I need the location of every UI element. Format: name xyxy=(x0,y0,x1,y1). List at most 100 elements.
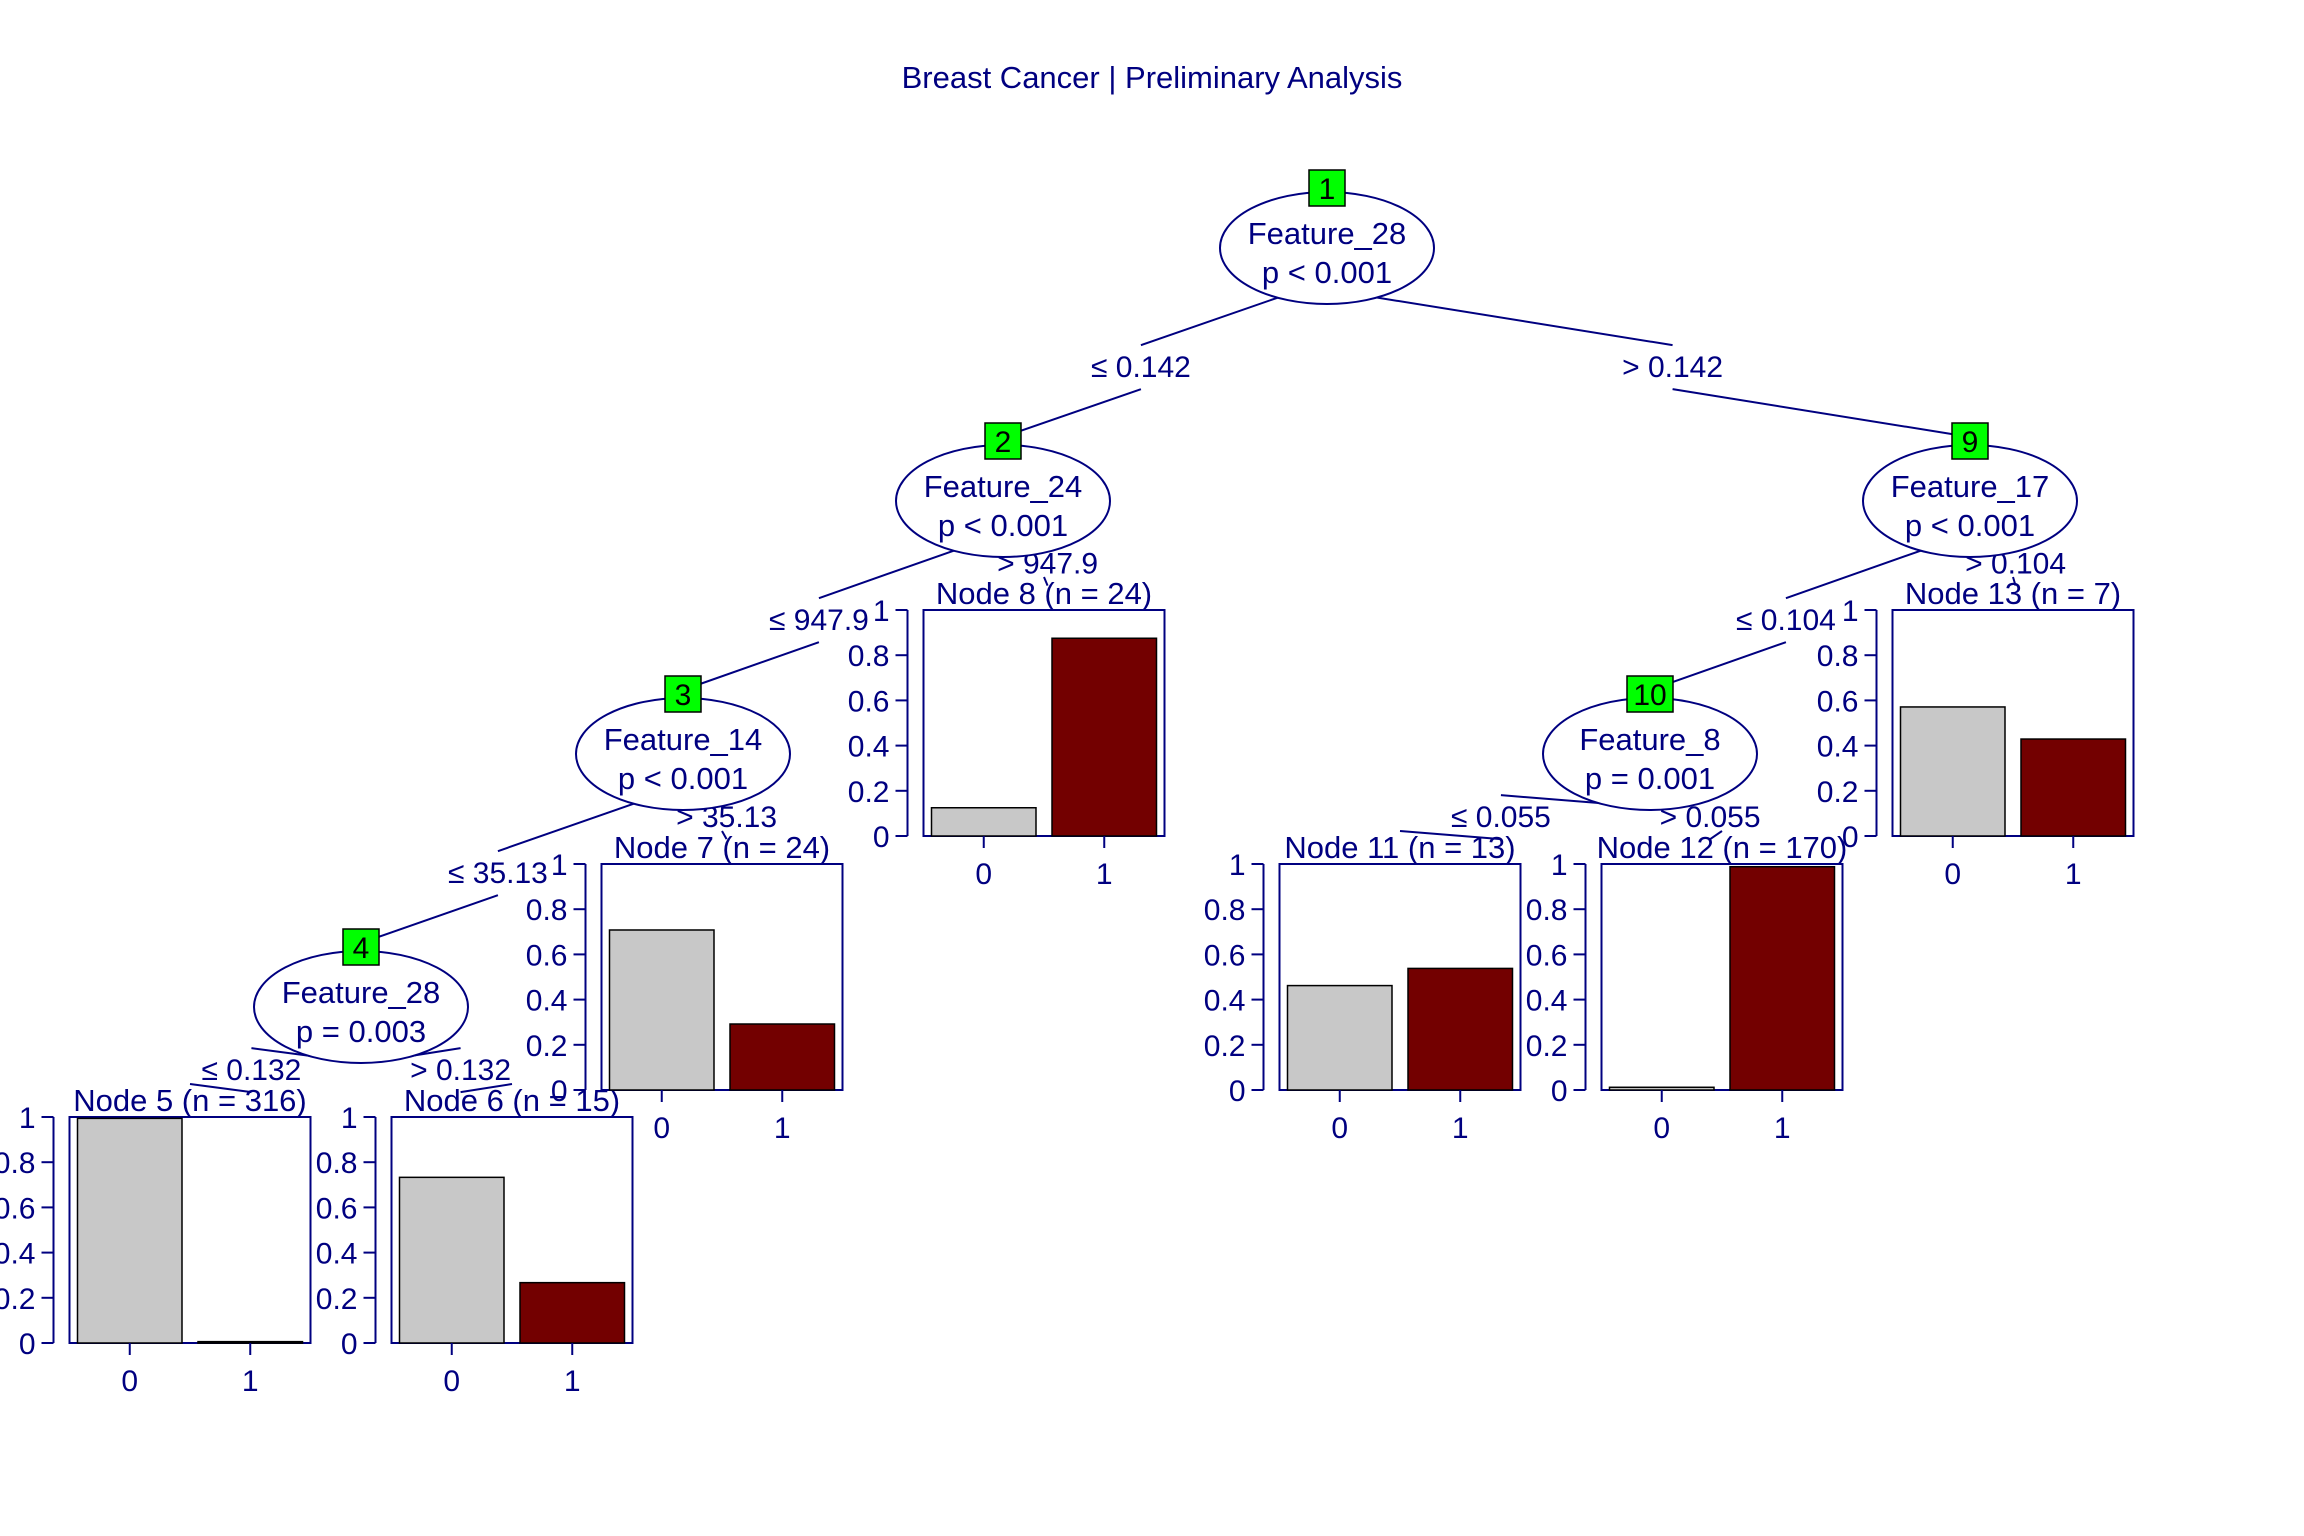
x-tick-label: 0 xyxy=(121,1365,138,1398)
x-tick-label: 1 xyxy=(1096,858,1113,891)
node-variable: Feature_28 xyxy=(282,975,441,1010)
y-tick-label: 0.6 xyxy=(848,685,890,718)
x-tick-label: 1 xyxy=(564,1365,581,1398)
node-pvalue: p < 0.001 xyxy=(938,508,1068,543)
y-tick-label: 0.8 xyxy=(526,894,568,927)
edge-line xyxy=(1709,830,1723,840)
y-tick-label: 0.2 xyxy=(1526,1030,1568,1063)
y-tick-label: 0.4 xyxy=(1526,985,1568,1018)
terminal-title: Node 6 (n = 15) xyxy=(404,1083,620,1118)
node-id-label: 1 xyxy=(1319,173,1336,206)
y-tick-label: 0.2 xyxy=(1204,1030,1246,1063)
node-variable: Feature_24 xyxy=(924,469,1083,504)
edge-label: > 0.142 xyxy=(1622,351,1723,384)
class-bar xyxy=(1051,637,1158,837)
edge-line xyxy=(1043,576,1049,587)
y-tick-label: 0.4 xyxy=(1817,731,1859,764)
y-tick-label: 0.4 xyxy=(848,731,890,764)
node-id-box xyxy=(984,422,1022,460)
y-tick-label: 0.4 xyxy=(316,1238,358,1271)
y-tick-label: 0.6 xyxy=(526,939,568,972)
y-tick-label: 1 xyxy=(19,1102,36,1135)
edge-label: ≤ 0.055 xyxy=(1451,801,1551,834)
terminal-title: Node 12 (n = 170) xyxy=(1597,830,1848,865)
y-tick-label: 0.2 xyxy=(0,1283,36,1316)
y-tick-label: 0.8 xyxy=(0,1147,36,1180)
y-tick-label: 0.8 xyxy=(848,640,890,673)
y-tick-label: 0 xyxy=(19,1328,36,1361)
edge-line xyxy=(1002,388,1142,438)
class-bar xyxy=(1899,706,2006,837)
edge-label: ≤ 0.142 xyxy=(1091,351,1191,384)
terminal-title: Node 8 (n = 24) xyxy=(936,576,1152,611)
y-tick-label: 0.4 xyxy=(1204,985,1246,1018)
edge-line xyxy=(721,830,728,840)
node-variable: Feature_8 xyxy=(1579,722,1720,757)
y-tick-label: 0.6 xyxy=(1817,685,1859,718)
y-tick-label: 1 xyxy=(1551,849,1568,882)
node-pvalue: p < 0.001 xyxy=(1262,255,1392,290)
class-bar xyxy=(930,807,1037,837)
y-tick-label: 0.6 xyxy=(0,1192,36,1225)
x-tick-label: 1 xyxy=(774,1112,791,1145)
y-tick-label: 1 xyxy=(873,595,890,628)
edge-label: ≤ 0.132 xyxy=(201,1054,301,1087)
y-tick-label: 0.6 xyxy=(1526,939,1568,972)
y-tick-label: 0 xyxy=(341,1328,358,1361)
y-tick-label: 1 xyxy=(1842,595,1859,628)
edge-line xyxy=(1785,549,1923,600)
class-bar xyxy=(1608,1086,1715,1091)
y-tick-label: 0.6 xyxy=(1204,939,1246,972)
class-bar xyxy=(197,1340,304,1344)
x-tick-label: 0 xyxy=(1944,858,1961,891)
y-tick-label: 0.8 xyxy=(1204,894,1246,927)
edge-line xyxy=(1140,296,1280,347)
class-bar xyxy=(1407,967,1514,1091)
y-tick-label: 0.2 xyxy=(848,776,890,809)
x-tick-label: 0 xyxy=(653,1112,670,1145)
diagram-title: Breast Cancer | Preliminary Analysis xyxy=(902,60,1403,95)
y-tick-label: 0.2 xyxy=(316,1283,358,1316)
y-tick-label: 1 xyxy=(551,849,568,882)
node-id-label: 4 xyxy=(353,932,370,965)
x-tick-label: 0 xyxy=(1331,1112,1348,1145)
x-tick-label: 1 xyxy=(2065,858,2082,891)
edge-line xyxy=(2012,576,2017,586)
y-tick-label: 0.2 xyxy=(1817,776,1859,809)
edge-line xyxy=(460,1083,513,1094)
node-id-box xyxy=(342,928,380,966)
y-tick-label: 0 xyxy=(1842,821,1859,854)
node-pvalue: p = 0.001 xyxy=(1585,761,1715,796)
class-bar xyxy=(1286,984,1393,1091)
y-tick-label: 0.2 xyxy=(526,1030,568,1063)
class-bar xyxy=(1729,865,1836,1091)
node-pvalue: p < 0.001 xyxy=(1905,508,2035,543)
edge-line xyxy=(360,894,499,944)
y-tick-label: 0 xyxy=(551,1075,568,1108)
edge-line xyxy=(1374,296,1673,347)
terminal-title: Node 5 (n = 316) xyxy=(73,1083,307,1118)
x-tick-label: 1 xyxy=(1452,1112,1469,1145)
terminal-title: Node 13 (n = 7) xyxy=(1905,576,2121,611)
edge-line xyxy=(682,641,820,691)
y-tick-label: 0.8 xyxy=(1817,640,1859,673)
node-id-box xyxy=(1951,422,1989,460)
x-tick-label: 0 xyxy=(443,1365,460,1398)
node-id-label: 9 xyxy=(1962,426,1979,459)
edge-line xyxy=(497,802,636,853)
x-tick-label: 1 xyxy=(242,1365,259,1398)
y-tick-label: 0.4 xyxy=(526,985,568,1018)
edge-layer: ≤ 0.142> 0.142≤ 947.9> 947.9≤ 35.13> 35.… xyxy=(189,296,2066,1094)
terminal-title: Node 7 (n = 24) xyxy=(614,830,830,865)
node-variable: Feature_14 xyxy=(604,722,763,757)
